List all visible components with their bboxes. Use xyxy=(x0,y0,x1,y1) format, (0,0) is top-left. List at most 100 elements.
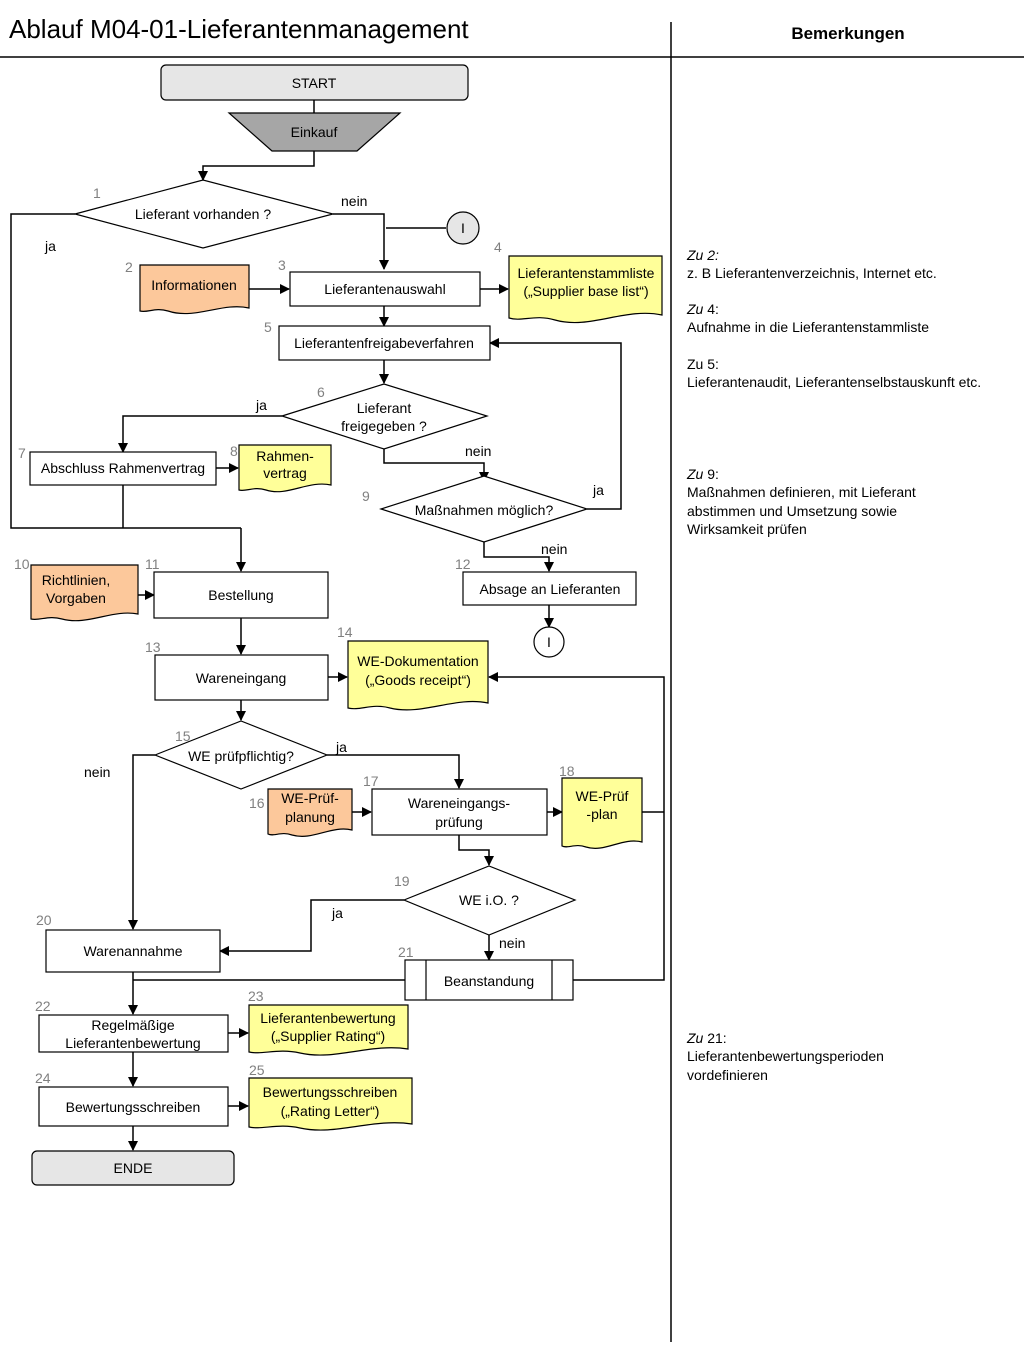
decision-15-label: WE prüfpflichtig? xyxy=(188,748,294,764)
document-18-line2: -plan xyxy=(586,806,617,822)
remark-5-prefix: Zu 5: xyxy=(687,356,719,372)
remark-5: Zu 5: Lieferantenaudit, Lieferantenselbs… xyxy=(687,355,997,392)
document-10-line2: Vorgaben xyxy=(46,590,106,606)
connector-bottom-label: I xyxy=(547,634,551,650)
step-number-14: 14 xyxy=(337,624,353,640)
process-3-label: Lieferantenauswahl xyxy=(324,281,445,297)
step-number-17: 17 xyxy=(363,773,379,789)
edge-n15-ja xyxy=(327,754,464,789)
decision-19-label: WE i.O. ? xyxy=(459,892,519,908)
step-number-4: 4 xyxy=(494,239,502,255)
einkauf-label: Einkauf xyxy=(291,124,338,140)
edge-label-n19-ja: ja xyxy=(331,905,343,921)
document-8-line2: vertrag xyxy=(263,465,307,481)
process-7-label: Abschluss Rahmenvertrag xyxy=(41,460,205,476)
document-rating-letter xyxy=(248,1077,413,1131)
start-label: START xyxy=(292,75,337,91)
remark-21-text: Lieferantenbewertungsperioden vordefinie… xyxy=(687,1048,884,1083)
step-number-12: 12 xyxy=(455,556,471,572)
document-16-line2: planung xyxy=(285,809,335,825)
einkauf-manual-op xyxy=(227,112,402,152)
decision-lieferant-freigegeben xyxy=(280,383,489,450)
remark-2: Zu 2: z. B Lieferantenverzeichnis, Inter… xyxy=(687,246,1007,283)
step-number-23: 23 xyxy=(248,988,264,1004)
edge-label-n15-ja: ja xyxy=(335,739,347,755)
step-number-15: 15 xyxy=(175,728,191,744)
decision-9-label: Maßnahmen möglich? xyxy=(415,502,554,518)
remark-21-ref: 21: xyxy=(707,1030,727,1046)
end-label: ENDE xyxy=(114,1160,153,1176)
document-informationen xyxy=(139,264,250,315)
process-bewertungsschreiben xyxy=(38,1086,229,1127)
process-11-label: Bestellung xyxy=(208,587,273,603)
end-terminal xyxy=(31,1150,235,1186)
connector-top xyxy=(446,211,480,245)
remark-9: Zu 9: Maßnahmen definieren, mit Lieferan… xyxy=(687,465,957,538)
process-wareneingangspruefung xyxy=(371,788,548,836)
step-number-20: 20 xyxy=(36,912,52,928)
decision-we-io xyxy=(402,865,577,936)
document-14-line1: WE-Dokumentation xyxy=(357,653,478,669)
remarks-header: Bemerkungen xyxy=(791,24,905,43)
edge-n1-ja xyxy=(10,213,241,529)
process-12-label: Absage an Lieferanten xyxy=(480,581,621,597)
process-22-line1: Regelmäßige xyxy=(91,1017,174,1033)
remark-21-prefix: Zu xyxy=(687,1030,704,1046)
step-number-24: 24 xyxy=(35,1070,51,1086)
step-number-21: 21 xyxy=(398,944,414,960)
step-number-19: 19 xyxy=(394,873,410,889)
step-number-16: 16 xyxy=(249,795,265,811)
process-17-line1: Wareneingangs- xyxy=(408,795,511,811)
process-17-line2: prüfung xyxy=(435,814,482,830)
remark-2-prefix: Zu xyxy=(687,247,704,263)
document-lieferantenstammliste xyxy=(508,255,663,324)
process-absage-an-lieferanten xyxy=(462,571,637,606)
step-number-7: 7 xyxy=(18,445,26,461)
process-bestellung xyxy=(153,571,329,619)
start-terminal xyxy=(160,64,469,101)
process-20-label: Warenannahme xyxy=(83,943,182,959)
document-10-line1: Richtlinien, xyxy=(42,572,110,588)
step-number-11: 11 xyxy=(145,556,160,572)
edge-label-n15-nein: nein xyxy=(84,764,110,780)
document-4-line1: Lieferantenstammliste xyxy=(518,265,655,281)
flow-edges xyxy=(10,100,665,1151)
document-lieferantenbewertung xyxy=(248,1004,409,1056)
step-number-18: 18 xyxy=(559,763,575,779)
document-23-line1: Lieferantenbewertung xyxy=(260,1010,395,1026)
step-number-25: 25 xyxy=(249,1062,265,1078)
process-22-line2: Lieferantenbewertung xyxy=(65,1035,200,1051)
process-lieferantenauswahl xyxy=(289,271,481,307)
process-5-label: Lieferantenfreigabeverfahren xyxy=(294,335,474,351)
document-18-line1: WE-Prüf xyxy=(576,788,629,804)
edge-label-n1-ja: ja xyxy=(44,238,56,254)
decision-1-label: Lieferant vorhanden ? xyxy=(135,206,271,222)
connector-top-label: I xyxy=(461,220,465,236)
document-25-line2: („Rating Letter“) xyxy=(281,1103,380,1119)
edge-einkauf-n1 xyxy=(198,151,315,181)
edge-label-n6-nein: nein xyxy=(465,443,491,459)
remark-21: Zu 21: Lieferantenbewertungsperioden vor… xyxy=(687,1029,927,1084)
remark-4: Zu 4: Aufnahme in die Lieferantenstammli… xyxy=(687,300,1007,337)
document-16-line1: WE-Prüf- xyxy=(281,790,339,806)
document-we-dokumentation xyxy=(347,640,489,711)
step-number-5: 5 xyxy=(264,319,272,335)
decision-6-line1: Lieferant xyxy=(357,400,412,416)
document-23-line2: („Supplier Rating“) xyxy=(271,1028,385,1044)
decision-massnahmen-moeglich xyxy=(379,475,589,543)
step-number-9: 9 xyxy=(362,488,370,504)
remark-4-prefix: Zu xyxy=(687,301,704,317)
edge-n9-nein xyxy=(483,542,554,572)
edge-label-n6-ja: ja xyxy=(255,397,267,413)
document-25-line1: Bewertungsschreiben xyxy=(263,1084,398,1100)
step-number-13: 13 xyxy=(145,639,161,655)
step-number-2: 2 xyxy=(125,259,133,275)
document-8-line1: Rahmen- xyxy=(256,448,314,464)
step-number-8: 8 xyxy=(230,443,238,459)
edge-n19-ja xyxy=(219,899,404,956)
remark-2-ref: 2: xyxy=(707,247,719,263)
edge-label-n9-nein: nein xyxy=(541,541,567,557)
process-24-label: Bewertungsschreiben xyxy=(66,1099,201,1115)
decision-we-pruefpflichtig xyxy=(153,720,329,790)
